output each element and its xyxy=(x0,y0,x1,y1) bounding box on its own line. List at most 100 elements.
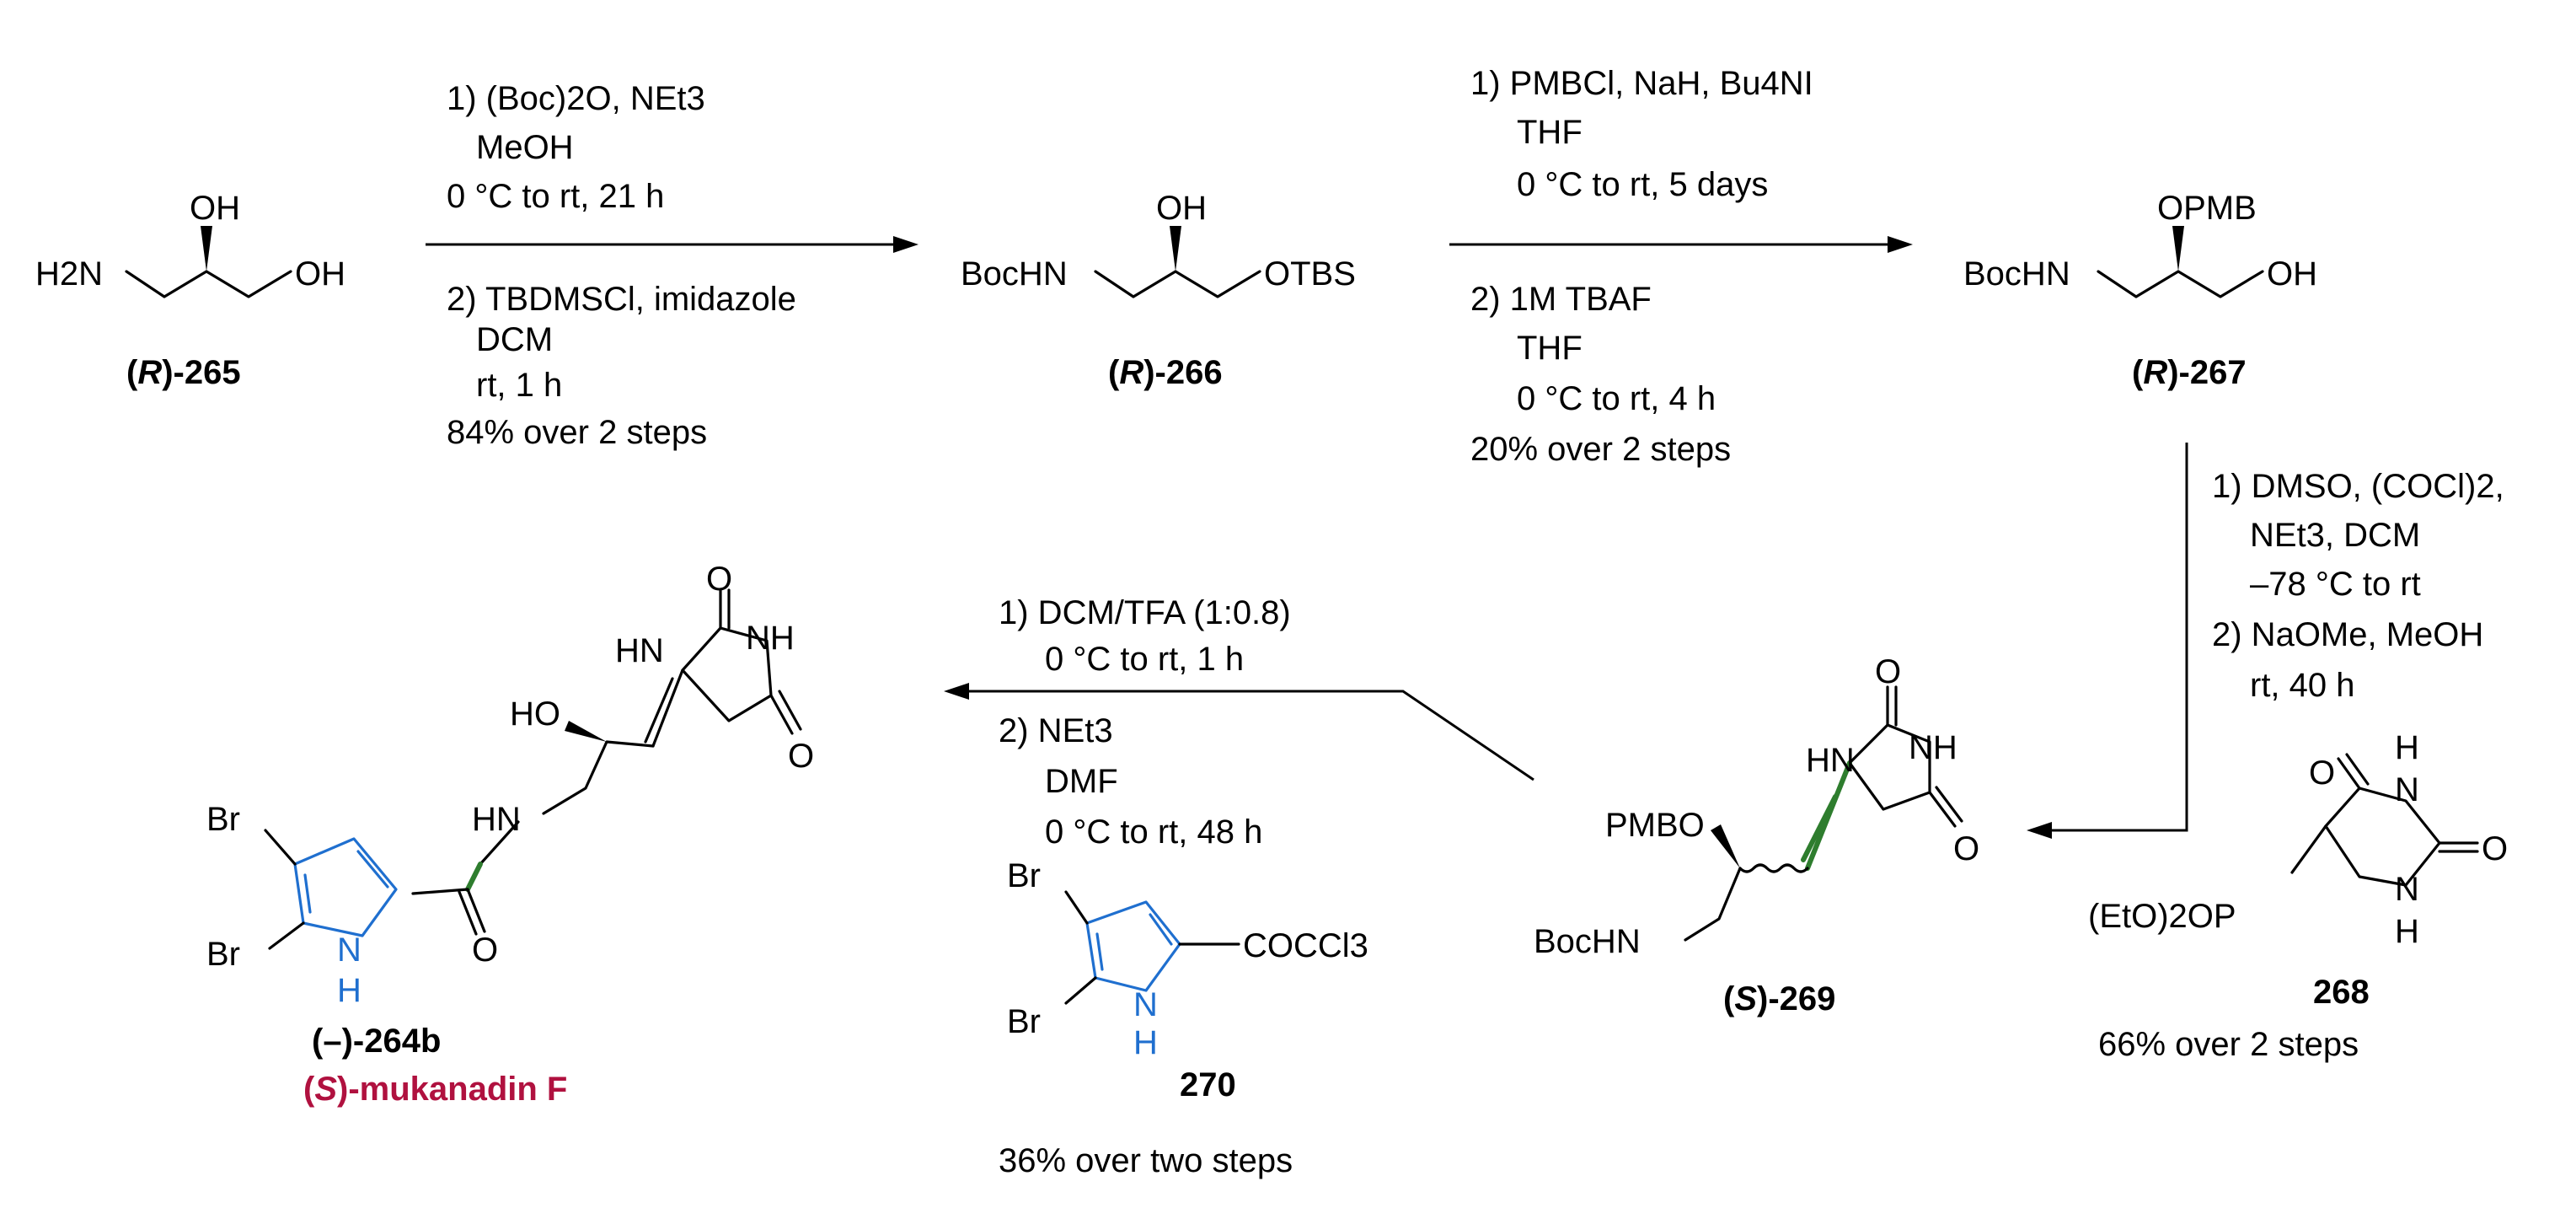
c270-acyl: COCCl3 xyxy=(1243,927,1368,964)
c265-chain xyxy=(125,270,292,298)
c264b-co2 xyxy=(769,694,794,735)
c268-o1: O xyxy=(2309,754,2335,792)
c264b-br2: Br xyxy=(206,936,240,973)
c270-label: 270 xyxy=(1180,1066,1236,1103)
c264b-wedge xyxy=(565,721,607,742)
c270-pyrrole xyxy=(1085,900,1181,992)
step2-line3: 0 °C to rt, 5 days xyxy=(1517,166,1768,203)
c264b-label: (–)-264b xyxy=(312,1023,441,1060)
step1-line6: rt, 1 h xyxy=(476,367,562,404)
c264b-ho: HO xyxy=(510,695,560,733)
c268-phos: (EtO)2OP xyxy=(2088,898,2236,935)
c264b-pyrrole-link xyxy=(411,888,469,895)
c268-ring xyxy=(2324,787,2441,887)
step4-line2: 0 °C to rt, 1 h xyxy=(1045,641,1244,678)
c266-right: OTBS xyxy=(1264,255,1356,293)
c269-wedge xyxy=(1711,824,1740,868)
c264b-db2 xyxy=(303,873,312,914)
c264b-o2: O xyxy=(706,561,732,598)
step2-arrowhead xyxy=(1888,236,1913,253)
c264b-nh: NH xyxy=(746,620,795,657)
c264b-hydantoin xyxy=(681,626,773,722)
c269-o1: O xyxy=(1875,653,1901,690)
c268-label: 268 xyxy=(2313,974,2370,1011)
c266-wedge xyxy=(1170,226,1181,271)
compound-268: O N H O N H (EtO)2OP 268 xyxy=(2088,729,2508,1011)
c268-cp xyxy=(2290,824,2327,874)
step2-line5: THF xyxy=(1517,330,1583,367)
c264b-co2b xyxy=(778,690,802,731)
c268-h1: H xyxy=(2395,729,2419,766)
c266-label: (R)-266 xyxy=(1108,354,1223,391)
compound-267: BocHN OPMB OH (R)-267 xyxy=(1963,190,2317,391)
c270-br1: Br xyxy=(1007,857,1041,894)
c267-opmb: OPMB xyxy=(2157,190,2257,227)
compound-265: H2N OH OH (R)-265 xyxy=(35,190,345,391)
step1-line4: 2) TBDMSCl, imidazole xyxy=(447,281,796,318)
step4-line5: 0 °C to rt, 48 h xyxy=(1045,813,1262,851)
step3-conditions: 1) DMSO, (COCl)2, NEt3, DCM –78 °C to rt… xyxy=(2098,468,2504,1063)
c265-amine: H2N xyxy=(35,255,103,293)
c265-label: (R)-265 xyxy=(126,354,241,391)
step1-arrowhead xyxy=(893,236,918,253)
compound-264b: Br Br N H HN O HO HN NH O O (–)-264b (S)… xyxy=(206,561,814,1108)
step4-yield: 36% over two steps xyxy=(999,1142,1293,1179)
step4-conditions: 1) DCM/TFA (1:0.8) 0 °C to rt, 1 h 2) NE… xyxy=(999,594,1293,1179)
c267-label: (R)-267 xyxy=(2132,354,2247,391)
step2-line6: 0 °C to rt, 4 h xyxy=(1517,380,1716,417)
step3-line1: 1) DMSO, (COCl)2, xyxy=(2212,468,2504,505)
step1-conditions: 1) (Boc)2O, NEt3 MeOH 0 °C to rt, 21 h 2… xyxy=(447,80,796,451)
c267-chain xyxy=(2097,270,2264,298)
c270-br2-bond xyxy=(1064,976,1097,1005)
c264b-br1: Br xyxy=(206,801,240,838)
c264b-exo xyxy=(651,668,684,748)
c270-h: H xyxy=(1133,1024,1158,1061)
c269-exo-alkene xyxy=(1805,760,1852,871)
c264b-db1 xyxy=(356,850,389,889)
c264b-n: N xyxy=(337,932,361,969)
c269-chain xyxy=(1684,867,1742,942)
step4-line1: 1) DCM/TFA (1:0.8) xyxy=(999,594,1291,631)
c267-wedge xyxy=(2172,226,2184,271)
c269-pmbo: PMBO xyxy=(1605,807,1705,844)
c267-left: BocHN xyxy=(1963,255,2070,293)
step3-line2: NEt3, DCM xyxy=(2250,517,2420,554)
step1-line3: 0 °C to rt, 21 h xyxy=(447,178,664,215)
compound-266: BocHN OH OTBS (R)-266 xyxy=(961,190,1356,391)
c268-co1 xyxy=(2337,757,2361,790)
c269-o2: O xyxy=(1953,830,1979,867)
c270-n: N xyxy=(1133,986,1158,1023)
c269-exo-alkene2 xyxy=(1801,794,1838,862)
c269-bochn: BocHN xyxy=(1534,923,1641,960)
compound-269: HN NH O O PMBO BocHN (S)-269 xyxy=(1534,653,1979,1017)
step1-line2: MeOH xyxy=(476,129,574,166)
c268-h2: H xyxy=(2395,913,2419,950)
step4-arrow xyxy=(961,690,1534,781)
c264b-amide-bond xyxy=(465,862,483,892)
c268-n1: N xyxy=(2395,771,2419,808)
c269-ring xyxy=(1848,723,1931,811)
c268-n2: N xyxy=(2395,871,2419,908)
step3-arrow xyxy=(2043,443,2188,832)
c264b-exo2 xyxy=(644,677,674,744)
compound-270: Br Br N H COCCl3 270 xyxy=(1007,857,1368,1103)
step3-line5: rt, 40 h xyxy=(2250,667,2355,704)
c264b-nh-c xyxy=(479,820,520,866)
c269-nh: NH xyxy=(1909,729,1957,766)
c266-oh: OH xyxy=(1156,190,1207,227)
c264b-o3: O xyxy=(788,738,814,775)
step2-yield: 20% over 2 steps xyxy=(1470,431,1731,468)
c269-co-right xyxy=(1928,791,1957,828)
step2-line4: 2) 1M TBAF xyxy=(1470,281,1652,318)
step3-arrowhead xyxy=(2027,822,2052,839)
c264b-chain xyxy=(542,740,655,815)
c264b-amide-nh: HN xyxy=(472,801,521,838)
c270-br1-bond xyxy=(1064,890,1089,925)
c269-co-right2 xyxy=(1935,786,1963,823)
c264b-h: H xyxy=(337,972,361,1009)
c269-wavy-bond xyxy=(1738,863,1809,873)
step2-line1: 1) PMBCl, NaH, Bu4NI xyxy=(1470,65,1813,102)
step4-arrowhead xyxy=(944,683,969,700)
c265-wedge xyxy=(201,226,212,271)
